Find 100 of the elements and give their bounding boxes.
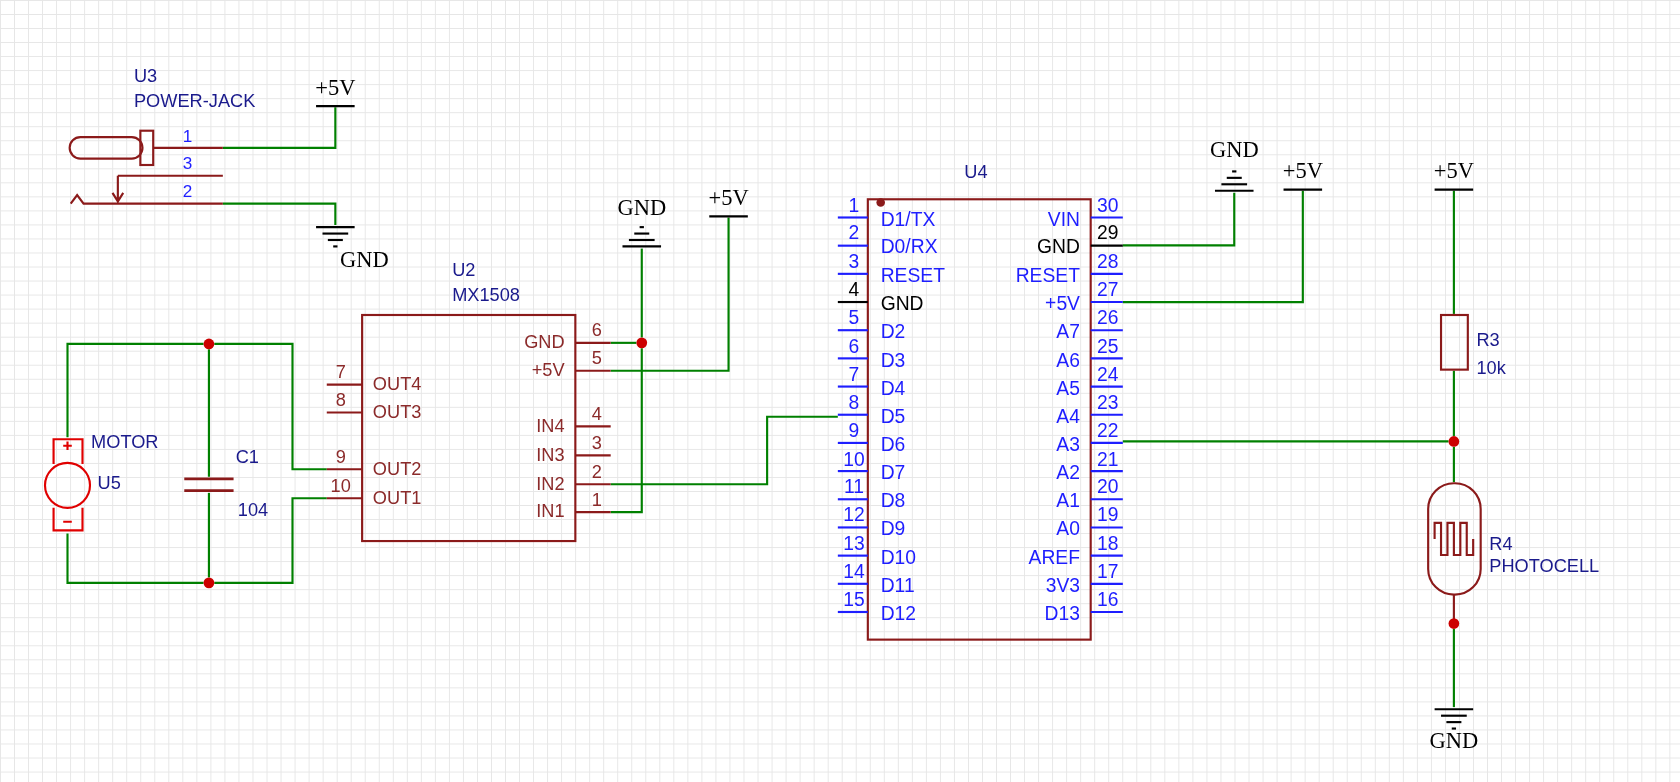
pin-name: D5	[880, 405, 906, 429]
pin-name: D13	[1044, 602, 1080, 626]
component-label: U2	[452, 260, 476, 282]
wire	[610, 217, 730, 372]
pin-number: 28	[1097, 250, 1119, 274]
pin-name: A5	[1056, 377, 1080, 400]
power-label: +5V	[1433, 158, 1474, 185]
photoresistor-symbol	[1426, 482, 1483, 629]
pin-number: 5	[848, 307, 860, 330]
pin-name: A7	[1056, 321, 1080, 344]
pin-name: RESET	[1015, 264, 1080, 288]
power-label: +5V	[315, 74, 356, 102]
pin-number: 9	[335, 446, 346, 469]
pin-number: 18	[1097, 532, 1119, 556]
wire	[214, 497, 327, 584]
component-label: U5	[97, 472, 121, 494]
pin-number: 23	[1097, 391, 1119, 415]
wire	[222, 202, 337, 225]
pin-name: OUT1	[372, 487, 422, 509]
pin-number: 17	[1097, 560, 1119, 584]
wire	[207, 492, 210, 578]
pin-number: 24	[1097, 363, 1119, 386]
junction-dot	[636, 337, 648, 349]
pin-number: 14	[843, 560, 865, 584]
wire	[1452, 190, 1455, 314]
wire	[1122, 440, 1449, 443]
pin-name: IN1	[536, 501, 565, 523]
pin-name: 3V3	[1045, 574, 1080, 598]
pin-name: D1/TX	[880, 208, 936, 231]
motor-symbol	[42, 437, 93, 534]
pin-name: D3	[880, 349, 906, 372]
pin-name: IN2	[536, 473, 565, 495]
component-label: R4	[1489, 533, 1513, 555]
pin-number: 25	[1097, 335, 1119, 358]
pin-number: 3	[182, 154, 193, 174]
pin-number: 6	[848, 335, 860, 358]
pin-name: A4	[1056, 405, 1080, 429]
pin-name: RESET	[880, 264, 945, 288]
pin-name: A6	[1056, 349, 1080, 372]
wire	[222, 107, 337, 149]
pin-number: 11	[843, 476, 864, 499]
pin-number: 4	[591, 403, 602, 426]
pin-name: A3	[1056, 433, 1080, 457]
pin-name: GND	[880, 292, 924, 316]
pin-number: 1	[591, 489, 602, 512]
pin-name: A1	[1056, 490, 1080, 513]
pin-name: +5V	[531, 360, 565, 382]
component-label: U4	[964, 161, 988, 184]
pin-number: 27	[1097, 279, 1119, 302]
component-label: C1	[235, 446, 259, 469]
pin-number: 8	[335, 390, 346, 412]
power-label: +5V	[1282, 158, 1323, 185]
power-label: GND	[617, 194, 667, 222]
pin-number: 19	[1097, 504, 1119, 527]
wire	[640, 248, 643, 338]
pin-name: VIN	[1047, 208, 1080, 231]
wire	[66, 342, 204, 438]
pin-number: 3	[591, 432, 602, 455]
pin-number: 13	[843, 532, 865, 556]
pin-number: 20	[1097, 476, 1119, 499]
wire	[1452, 370, 1455, 437]
pin-name: GND	[524, 332, 565, 354]
power-label: GND	[1429, 728, 1479, 755]
wire	[1122, 192, 1236, 247]
wire	[1122, 190, 1304, 304]
wire	[214, 342, 327, 471]
wire	[1452, 628, 1455, 708]
pin-name: IN3	[536, 444, 565, 467]
pin-name: D8	[880, 490, 906, 513]
pin-name: AREF	[1028, 546, 1080, 569]
component-label: PHOTOCELL	[1489, 556, 1600, 578]
pin-number: 7	[335, 362, 346, 384]
junction-dot	[203, 577, 215, 589]
pin-number: 6	[591, 320, 602, 342]
pin-name: D11	[880, 574, 915, 598]
pin-number: 2	[848, 222, 860, 246]
pin-number: 3	[848, 250, 860, 274]
pin-number: 12	[843, 504, 865, 527]
component-label: 10k	[1476, 357, 1506, 380]
pin-number: 8	[848, 391, 860, 415]
pin-name: A2	[1056, 461, 1080, 485]
pin-number: 9	[848, 419, 860, 443]
pin-number: 10	[330, 475, 351, 498]
pin-name: D4	[880, 377, 906, 400]
component-label: R3	[1476, 330, 1500, 352]
pin-number: 30	[1097, 194, 1119, 217]
pin-number: 2	[182, 182, 193, 202]
pin-name: D10	[880, 546, 917, 569]
resistor-symbol	[1439, 313, 1469, 371]
wire	[1452, 446, 1455, 483]
pin-number: 22	[1097, 419, 1119, 443]
component-label: POWER-JACK	[133, 91, 256, 113]
junction-dot	[203, 338, 215, 350]
wire	[610, 341, 637, 344]
pin-name: D2	[880, 321, 906, 344]
pin-name: GND	[1037, 236, 1080, 260]
component-label: 104	[237, 500, 269, 522]
capacitor-symbol	[182, 476, 236, 493]
pin-name: A0	[1056, 518, 1080, 541]
pin-number: 1	[182, 127, 193, 147]
